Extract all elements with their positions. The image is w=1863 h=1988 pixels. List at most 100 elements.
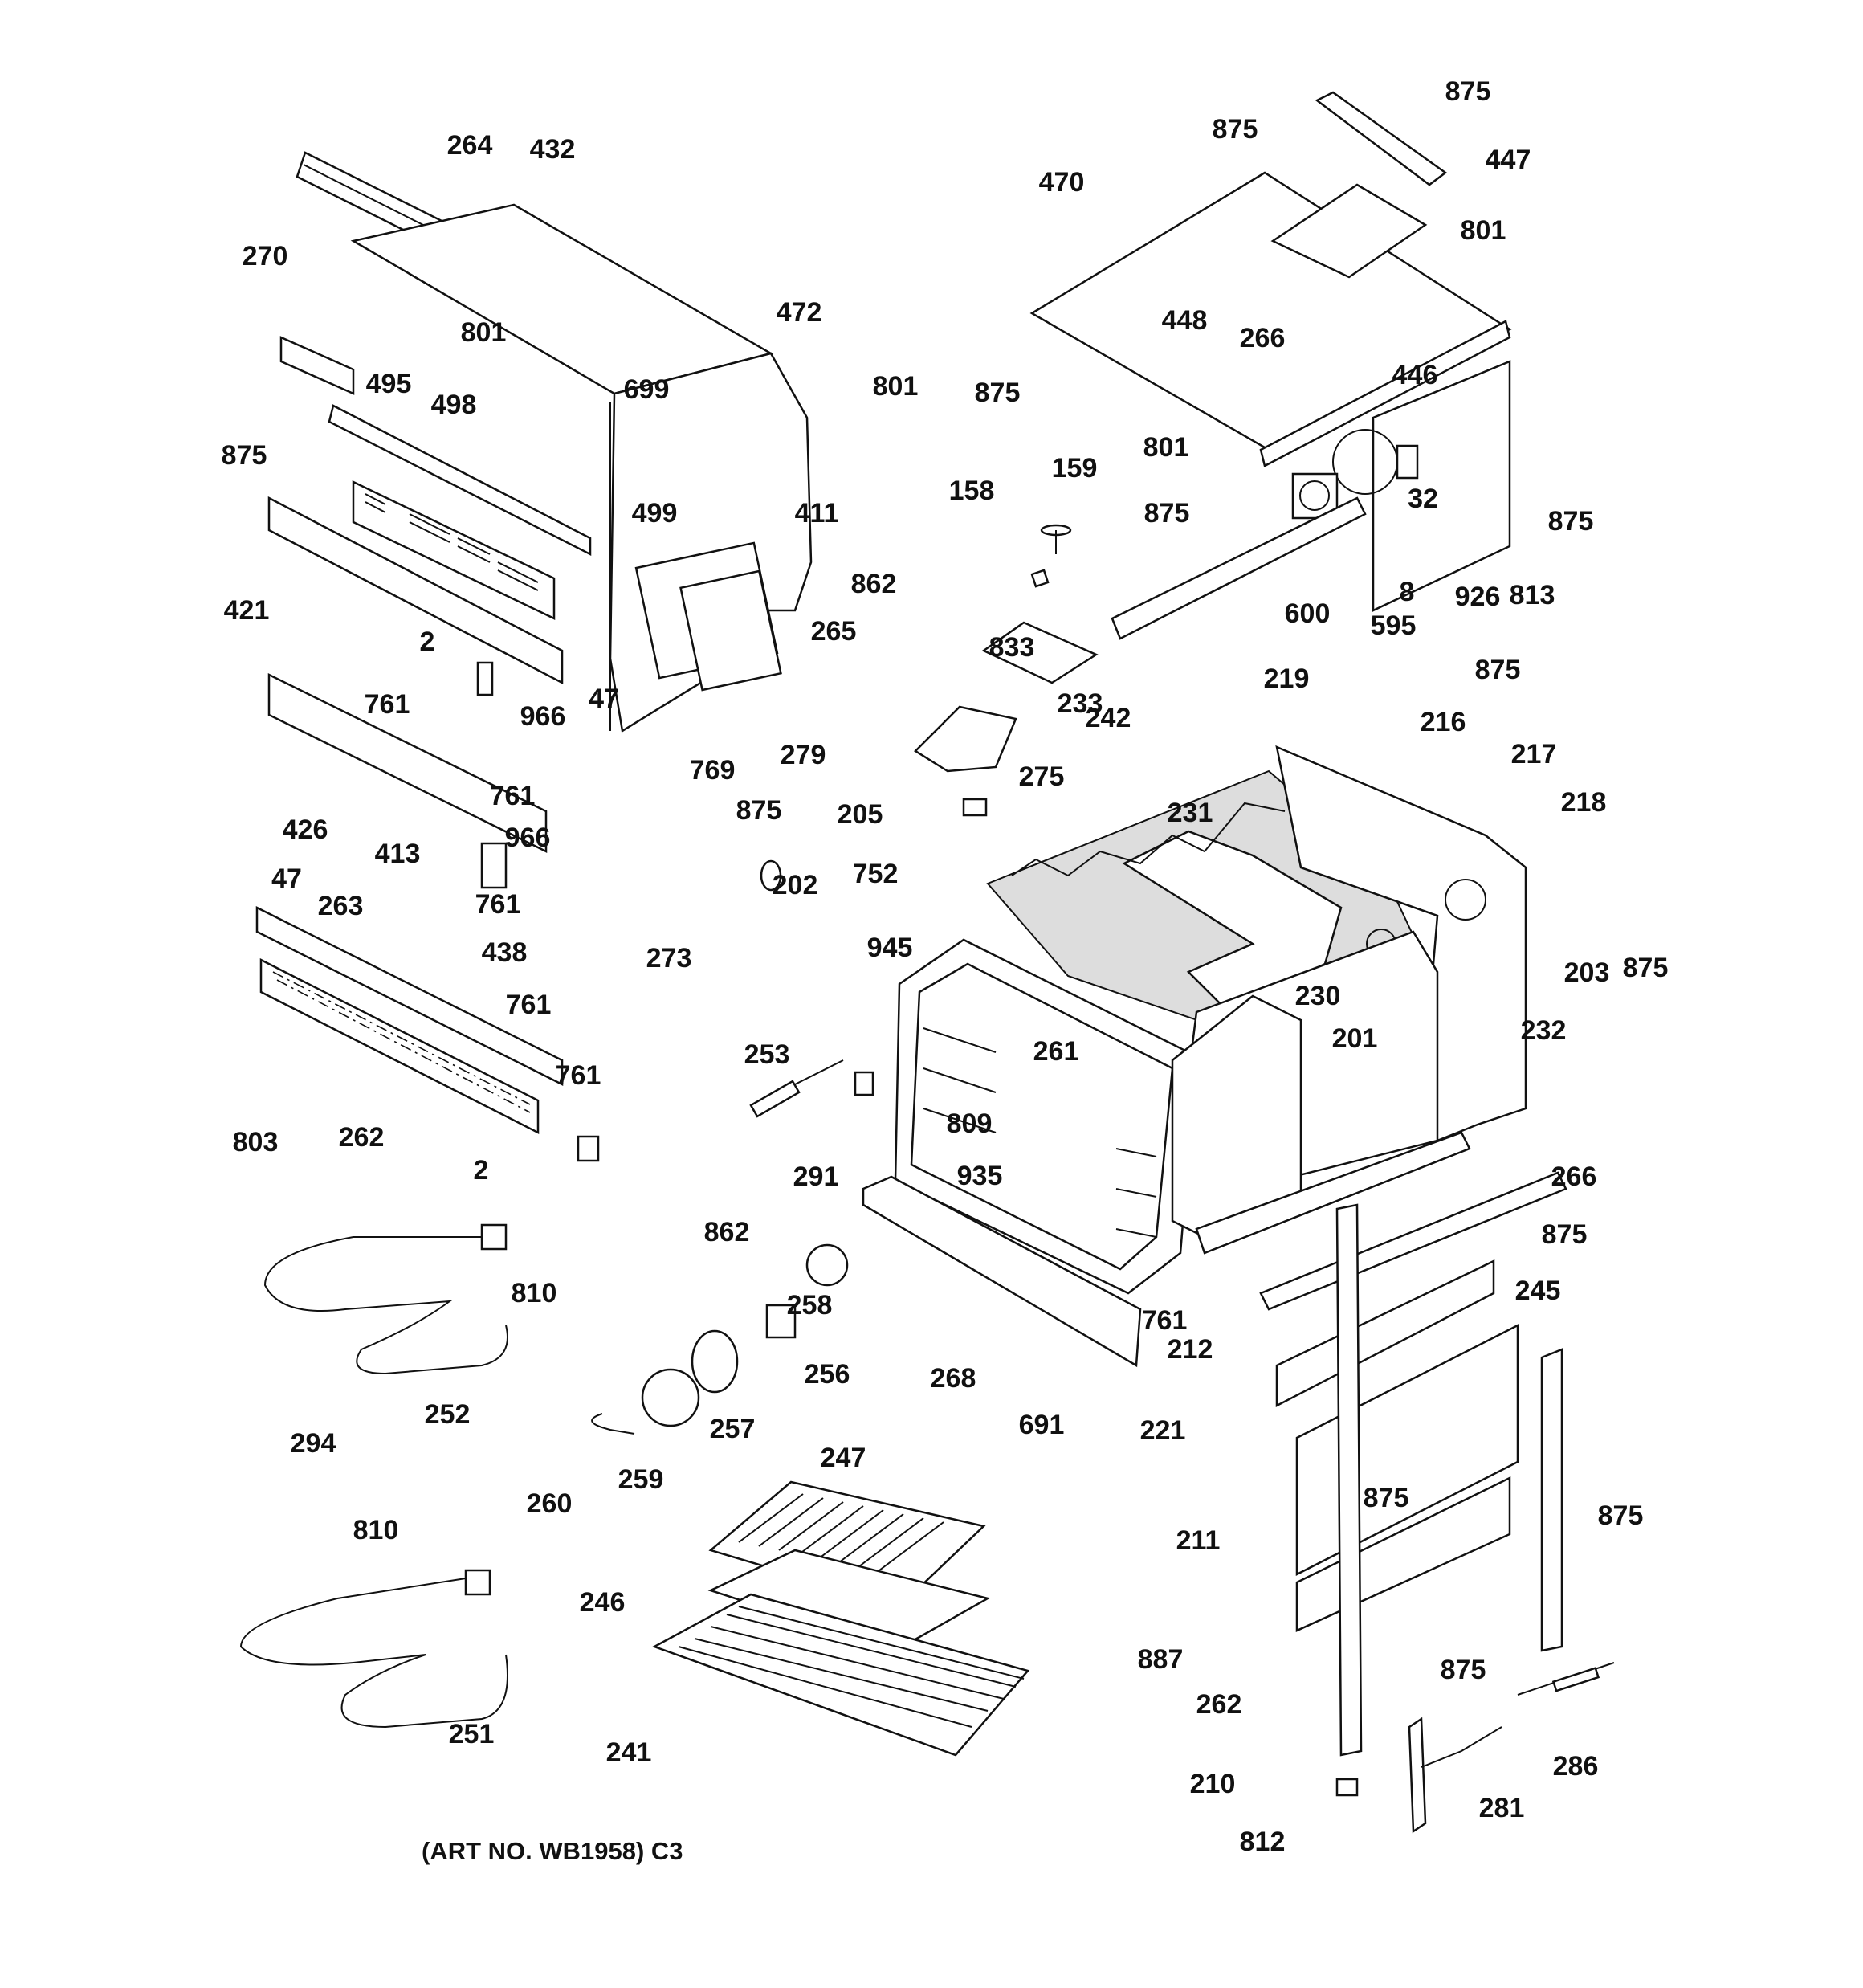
part-number-label: 8 bbox=[1400, 577, 1415, 607]
part-number-label: 875 bbox=[1542, 1219, 1588, 1250]
part-number-label: 875 bbox=[736, 795, 782, 826]
part-number-label: 761 bbox=[506, 990, 552, 1020]
part-number-label: 219 bbox=[1264, 663, 1310, 694]
clip-413 bbox=[480, 842, 508, 889]
part-number-label: 246 bbox=[580, 1587, 626, 1618]
bracket-270 bbox=[279, 336, 355, 395]
part-number-label: 294 bbox=[291, 1428, 336, 1459]
part-number-label: 205 bbox=[838, 799, 883, 830]
part-number-label: 231 bbox=[1168, 798, 1213, 828]
filter-205 bbox=[962, 798, 988, 817]
part-number-label: 945 bbox=[867, 933, 913, 963]
part-number-label: 875 bbox=[1548, 506, 1594, 537]
part-number-label: 761 bbox=[1142, 1305, 1188, 1336]
part-number-label: 2 bbox=[420, 627, 435, 657]
part-number-label: 813 bbox=[1510, 580, 1555, 610]
part-number-label: 691 bbox=[1019, 1410, 1065, 1440]
part-number-label: 230 bbox=[1295, 981, 1341, 1011]
part-number-label: 262 bbox=[339, 1122, 385, 1153]
part-number-label: 887 bbox=[1138, 1644, 1184, 1675]
front-trim-268 bbox=[862, 1175, 1142, 1368]
part-number-label: 495 bbox=[366, 369, 412, 399]
part-number-label: 210 bbox=[1190, 1769, 1236, 1799]
part-number-label: 875 bbox=[975, 378, 1021, 408]
part-number-label: 966 bbox=[505, 823, 551, 853]
part-number-label: 159 bbox=[1052, 453, 1098, 484]
part-number-label: 265 bbox=[811, 616, 857, 647]
part-291 bbox=[854, 1071, 874, 1096]
part-number-label: 263 bbox=[318, 891, 364, 921]
part-number-label: 216 bbox=[1421, 707, 1466, 737]
part-number-label: 935 bbox=[957, 1161, 1003, 1191]
part-number-label: 286 bbox=[1553, 1751, 1599, 1782]
part-number-label: 421 bbox=[224, 595, 270, 626]
part-number-label: 245 bbox=[1515, 1276, 1561, 1306]
part-number-label: 803 bbox=[233, 1127, 279, 1157]
part-number-label: 833 bbox=[989, 632, 1035, 663]
part-number-label: 810 bbox=[353, 1515, 399, 1545]
part-number-label: 875 bbox=[1144, 498, 1190, 529]
trim-426 bbox=[267, 672, 548, 854]
part-number-label: 260 bbox=[527, 1488, 573, 1519]
part-number-label: 875 bbox=[1213, 114, 1258, 145]
oven-rack-241 bbox=[651, 1593, 1030, 1757]
part-number-label: 251 bbox=[449, 1719, 495, 1749]
part-number-label: 32 bbox=[1408, 484, 1438, 514]
rear-panel-446 bbox=[1332, 360, 1511, 612]
part-number-label: 253 bbox=[744, 1039, 790, 1070]
part-number-label: 966 bbox=[520, 701, 566, 732]
bracket-275 bbox=[981, 621, 1099, 684]
part-number-label: 252 bbox=[425, 1399, 471, 1430]
part-number-label: 2 bbox=[474, 1155, 489, 1186]
part-number-label: 158 bbox=[949, 476, 995, 506]
bracket-448 bbox=[1270, 183, 1428, 279]
broil-element-251 bbox=[239, 1569, 508, 1729]
part-number-label: 470 bbox=[1039, 167, 1085, 198]
part-number-label: 472 bbox=[777, 297, 822, 328]
part-number-label: 211 bbox=[1176, 1525, 1221, 1556]
part-number-label: 499 bbox=[632, 498, 678, 529]
part-number-label: 232 bbox=[1521, 1015, 1567, 1046]
side-panel-221 bbox=[1275, 1259, 1495, 1408]
spring-286 bbox=[1517, 1662, 1615, 1696]
vertical-trim-262 bbox=[1335, 1203, 1363, 1757]
part-number-label: 801 bbox=[461, 317, 507, 348]
part-number-label: 291 bbox=[793, 1161, 839, 1192]
part-number-label: 247 bbox=[821, 1443, 866, 1473]
part-number-label: 273 bbox=[646, 943, 692, 974]
part-number-label: 875 bbox=[1445, 76, 1491, 107]
part-number-label: 761 bbox=[490, 781, 536, 811]
part-number-label: 201 bbox=[1332, 1023, 1378, 1054]
broil-bottom-212 bbox=[1195, 1131, 1471, 1255]
part-number-label: 595 bbox=[1371, 610, 1417, 641]
part-number-label: 47 bbox=[589, 684, 619, 714]
part-number-label: 270 bbox=[243, 241, 288, 271]
part-number-label: 268 bbox=[931, 1363, 976, 1394]
side-bracket-245 bbox=[1540, 1348, 1563, 1652]
clip-2 bbox=[476, 661, 494, 696]
part-number-label: 438 bbox=[482, 937, 528, 968]
stop-210 bbox=[1335, 1778, 1359, 1797]
part-number-label: 212 bbox=[1168, 1334, 1213, 1365]
part-number-label: 203 bbox=[1564, 957, 1610, 988]
bracket-447 bbox=[1315, 91, 1448, 186]
part-number-label: 413 bbox=[375, 839, 421, 869]
light-socket-253 bbox=[749, 1059, 844, 1118]
part-number-label: 279 bbox=[781, 740, 826, 770]
part-number-label: 264 bbox=[447, 130, 493, 161]
part-number-label: 266 bbox=[1240, 323, 1286, 353]
part-number-label: 752 bbox=[853, 859, 899, 889]
thermostat-159 bbox=[1040, 524, 1072, 554]
part-number-label: 256 bbox=[805, 1359, 850, 1390]
art-caption: (ART NO. WB1958) C3 bbox=[422, 1837, 683, 1865]
bracket-242 bbox=[1111, 496, 1367, 640]
hinge-281 bbox=[1408, 1717, 1502, 1834]
part-number-label: 699 bbox=[624, 374, 670, 405]
part-number-label: 761 bbox=[556, 1060, 601, 1091]
part-number-label: 801 bbox=[1461, 215, 1506, 246]
part-number-label: 812 bbox=[1240, 1827, 1286, 1857]
part-273 bbox=[760, 859, 782, 892]
